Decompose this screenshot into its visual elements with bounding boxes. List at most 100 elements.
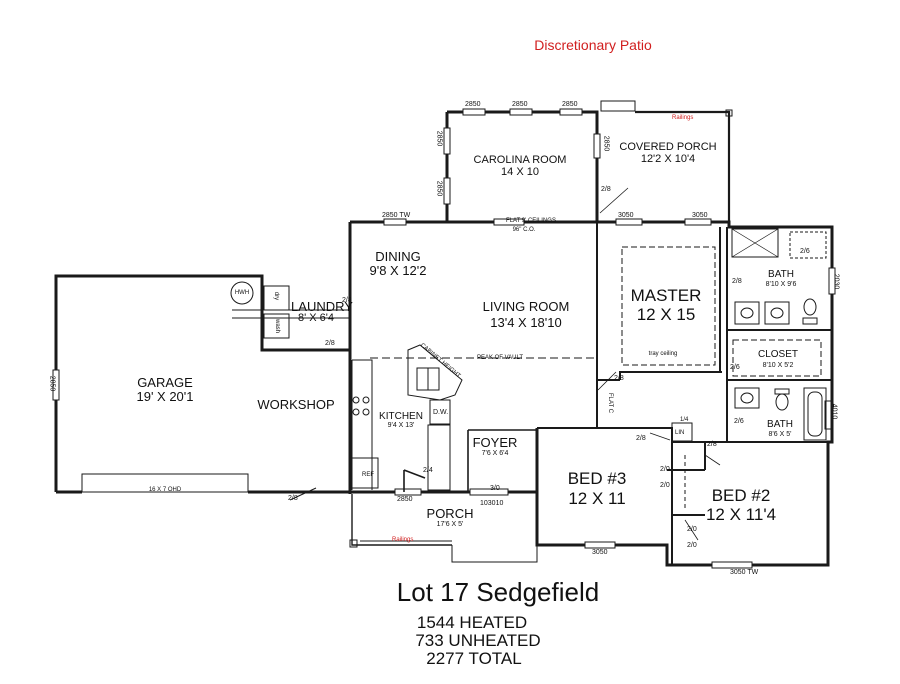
door-label: 2/8: [636, 435, 646, 442]
window-label: 2850: [512, 101, 528, 108]
closet-name: CLOSET: [757, 349, 799, 360]
window-label: 2850: [48, 375, 56, 392]
master-size: 12 X 15: [636, 305, 696, 324]
door-label: 3/0: [490, 485, 500, 492]
master-bath-name: BATH: [768, 269, 794, 280]
garage-size: 19' X 20'1: [136, 389, 194, 404]
master-bath-size: 8'10 X 9'6: [765, 281, 797, 288]
kitchen-counters: [351, 344, 463, 491]
door-label: 2/6: [730, 364, 740, 371]
door-label: 2/6: [800, 248, 810, 255]
master-name: MASTER: [630, 286, 702, 305]
window-label: 2850: [562, 101, 578, 108]
window-label: 3050 TW: [730, 569, 759, 576]
linen-label: LIN: [675, 430, 685, 436]
closet-size: 8'10 X 5'2: [762, 362, 794, 369]
lot-title: Lot 17 Sedgefield: [396, 577, 600, 607]
kitchen-size: 9'4 X 13': [387, 422, 415, 429]
window-label: 2850: [435, 130, 443, 147]
door-label: 2/6: [734, 418, 744, 425]
door-label: 2/8: [325, 340, 335, 347]
interior-partitions: [370, 357, 597, 492]
dishwasher-label: D.W.: [433, 409, 449, 416]
unheated-area: 733 UNHEATED: [415, 631, 541, 650]
window-label: 2850 TW: [382, 212, 411, 219]
bed2-size: 12 X 11'4: [705, 505, 777, 524]
window-label: 2850: [465, 101, 481, 108]
water-heater-label: HWH: [234, 290, 250, 296]
living-room-size: 13'4 X 18'10: [490, 315, 562, 330]
total-area: 2277 TOTAL: [426, 649, 522, 668]
front-porch: [289, 487, 538, 563]
hall-bath-name: BATH: [767, 419, 793, 430]
master-tray-ceiling-outline: [621, 246, 716, 366]
window-label: 3050: [692, 212, 708, 219]
door-label: 2/8: [601, 186, 611, 193]
window-label: 2850: [397, 496, 413, 503]
hall-bath-size: 8'6 X 5': [768, 431, 792, 438]
garage-door: [81, 473, 249, 493]
peak-of-vault-note: PEAK OF VAULT: [476, 355, 524, 361]
closet-door-label: 2/0: [687, 542, 697, 549]
door-label: 2/8: [732, 278, 742, 285]
covered-porch-size: 12'2 X 10'4: [640, 153, 696, 165]
foyer-size: 7'6 X 6'4: [481, 450, 509, 457]
workshop-name: WORKSHOP: [257, 397, 335, 412]
dining-size: 9'8 X 12'2: [369, 263, 427, 278]
window-label: 3050: [592, 549, 608, 556]
fridge-label: REF: [362, 472, 374, 478]
covered-porch-name: COVERED PORCH: [619, 141, 717, 153]
bed2-name: BED #2: [711, 486, 771, 505]
patio-note: Discretionary Patio: [534, 37, 652, 53]
cased-opening-note: 96" C.O.: [512, 227, 536, 233]
door-label: 1/4: [680, 417, 689, 423]
door-swings: [597, 371, 721, 541]
closet-door-label: 2/0: [660, 466, 670, 473]
kitchen-name: KITCHEN: [379, 411, 423, 422]
dining-name: DINING: [375, 249, 421, 264]
laundry-name: LAUNDRY: [291, 299, 353, 314]
door-label: 2/8: [614, 375, 624, 382]
window-label: 2850: [435, 180, 443, 197]
garage-door-label: 16 X 7 OHD: [148, 487, 182, 493]
window-label: 3050: [618, 212, 634, 219]
flat-ceiling-note: FLAT C: [607, 392, 614, 414]
foyer-name: FOYER: [472, 435, 518, 450]
heated-area: 1544 HEATED: [416, 613, 528, 632]
linen-closets: [671, 422, 693, 510]
living-room-name: LIVING ROOM: [482, 299, 570, 314]
laundry-size: 8' X 6'4: [297, 312, 335, 324]
flat-ceilings-note: FLAT 9' CEILINGS: [506, 218, 556, 224]
garage-name: GARAGE: [137, 375, 193, 390]
dryer-label: dry: [273, 291, 280, 301]
door-label: 2/8: [288, 495, 298, 502]
covered-porch-outline: [599, 100, 733, 222]
window-label: 2850: [602, 135, 610, 152]
porch-railings-label: Railings: [392, 537, 414, 543]
garage-side-window: [52, 369, 60, 401]
porch-railings-label: Railings: [672, 115, 694, 121]
carolina-windows: [443, 108, 601, 205]
porch-size: 17'6 X 5': [436, 521, 464, 528]
bed3-size: 12 X 11: [568, 489, 626, 508]
closet-door-label: 2/0: [687, 526, 697, 533]
window-label: 2030: [832, 273, 840, 290]
tray-ceiling-note: tray ceiling: [648, 351, 678, 357]
door-label: 2/8: [342, 297, 352, 304]
house-windows: [383, 218, 836, 569]
laundry-walls: [230, 276, 350, 351]
door-label: 2/8: [707, 441, 717, 448]
hall-bath-fixtures: [734, 387, 827, 441]
washer-label: wash: [274, 318, 281, 334]
master-bath-fixtures: [731, 228, 827, 377]
carolina-room-size: 14 X 10: [501, 166, 539, 178]
window-label: 4010: [830, 403, 838, 420]
bed3-name: BED #3: [567, 469, 627, 488]
interior-walls: [537, 222, 832, 565]
porch-name: PORCH: [426, 506, 474, 521]
carolina-room-name: CAROLINA ROOM: [473, 154, 567, 166]
closet-door-label: 2/0: [660, 482, 670, 489]
door-label: 2/4: [423, 467, 433, 474]
window-label: 103010: [480, 500, 504, 507]
